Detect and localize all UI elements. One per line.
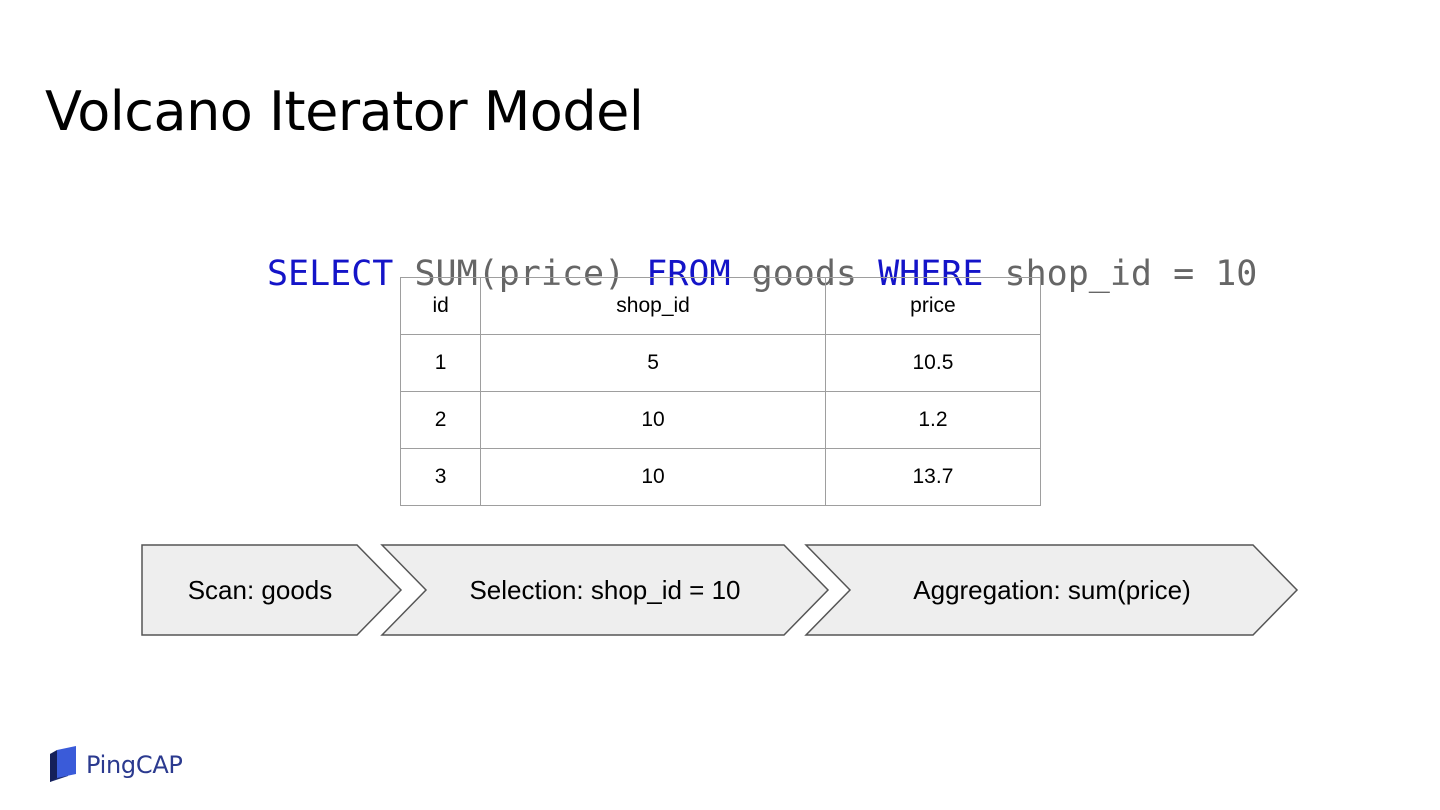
column-header-id: id bbox=[399, 277, 482, 335]
table-cell-id: 3 bbox=[399, 448, 482, 506]
pipeline-step-selection-label: Selection: shop_id = 10 bbox=[469, 575, 740, 605]
table-cell-shop-id: 10 bbox=[480, 391, 826, 449]
logo-text: PingCAP bbox=[86, 751, 183, 779]
table-cell-shop-id: 10 bbox=[480, 448, 826, 506]
table-cell-shop-id: 5 bbox=[480, 334, 826, 392]
pipeline-step-aggregation-label: Aggregation: sum(price) bbox=[913, 575, 1190, 605]
table-row: 3 10 13.7 bbox=[399, 448, 1042, 506]
table-row: 2 10 1.2 bbox=[399, 391, 1042, 449]
pipeline-step-scan bbox=[141, 544, 403, 636]
slide-title: Volcano Iterator Model bbox=[45, 80, 644, 143]
pingcap-logo-icon bbox=[50, 746, 76, 782]
column-header-price: price bbox=[824, 277, 1042, 335]
table-row: 1 5 10.5 bbox=[399, 334, 1042, 392]
table-cell-price: 1.2 bbox=[824, 391, 1042, 449]
goods-table: id shop_id price 1 5 10.5 2 10 1.2 3 10 … bbox=[399, 277, 1042, 506]
table-cell-id: 1 bbox=[399, 334, 482, 392]
sql-keyword-select: SELECT bbox=[266, 254, 394, 294]
pingcap-logo: PingCAP bbox=[48, 746, 183, 784]
pipeline-step-aggregation bbox=[804, 544, 1299, 636]
table-cell-price: 13.7 bbox=[824, 448, 1042, 506]
pipeline-step-selection bbox=[380, 544, 830, 636]
table-header-row: id shop_id price bbox=[399, 277, 1042, 335]
pipeline-step-scan-label: Scan: goods bbox=[188, 575, 333, 605]
